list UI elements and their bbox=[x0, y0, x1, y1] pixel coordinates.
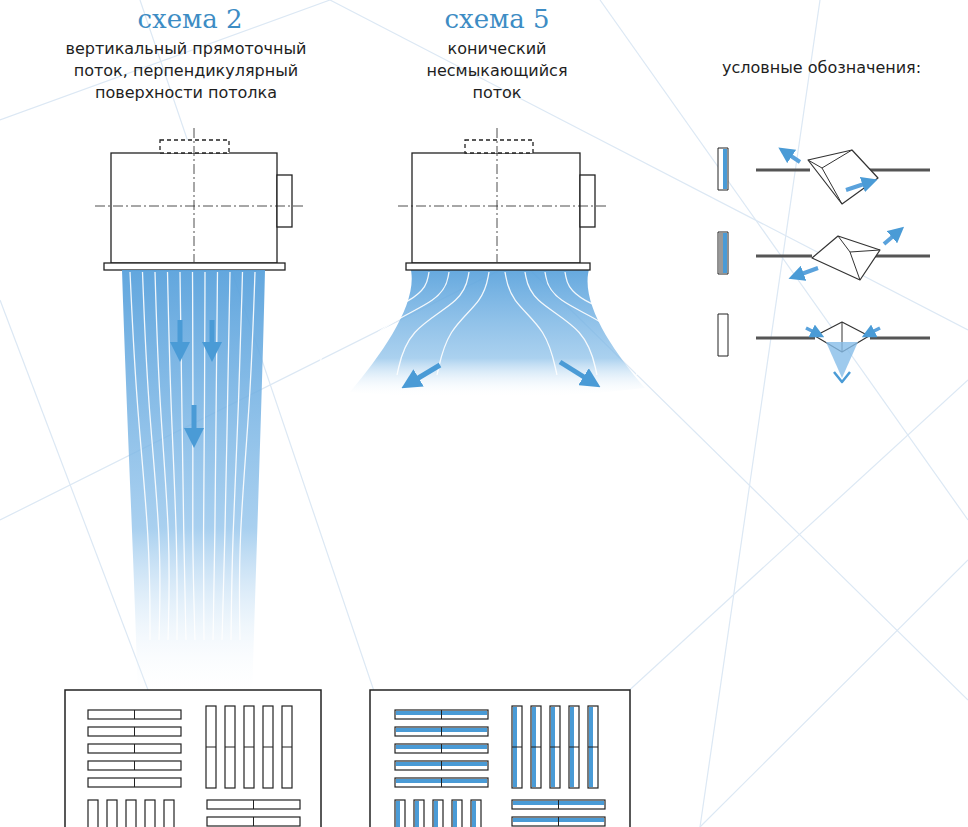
scheme-title: схема 5 bbox=[444, 4, 549, 34]
grille-slats bbox=[88, 706, 605, 827]
grille-panel bbox=[370, 690, 630, 827]
scheme-description: вертикальный прямоточный поток, перпенди… bbox=[36, 38, 336, 104]
diffuser-unit bbox=[398, 128, 608, 263]
diffuser-unit bbox=[95, 128, 305, 270]
scheme-title: схема 2 bbox=[137, 4, 242, 34]
grille-panel bbox=[65, 690, 321, 827]
diffuser-plate bbox=[406, 263, 590, 270]
vertical-air-flow bbox=[122, 270, 265, 700]
legend-symbols bbox=[718, 148, 930, 382]
legend-heading: условные обозначения: bbox=[722, 57, 921, 79]
conical-air-flow bbox=[317, 266, 677, 398]
scheme-description: конический несмыкающийся поток bbox=[402, 38, 592, 104]
